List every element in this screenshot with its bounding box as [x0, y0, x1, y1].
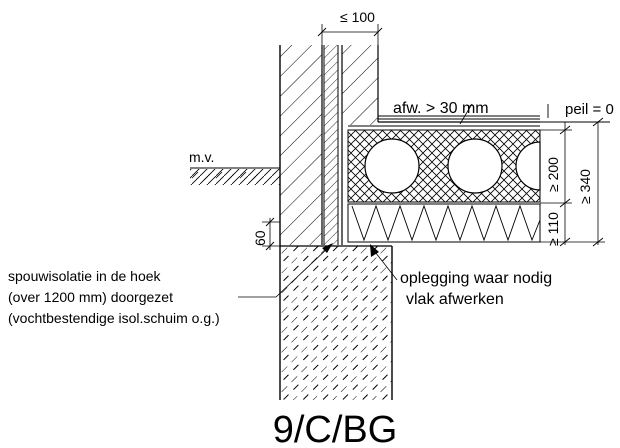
- step-label: 60: [252, 230, 268, 246]
- step-dimension: [262, 217, 280, 251]
- ground-level-label: m.v.: [189, 149, 214, 165]
- slab-depth-label: ≥ 200: [545, 157, 561, 192]
- drawing-code: 9/C/BG: [273, 409, 398, 448]
- insulation-note-line-1: spouwisolatie in de hoek: [8, 268, 162, 284]
- floor-finish: [348, 115, 540, 127]
- outer-wall-leaf: [279, 45, 323, 400]
- cavity-insulation: [323, 45, 339, 245]
- level-label: peil = 0: [565, 101, 614, 118]
- support-leader: [370, 244, 398, 281]
- base-layer-label: ≥ 110: [545, 212, 561, 246]
- finish-leader: [459, 103, 473, 125]
- cavity-dimension: [317, 24, 383, 45]
- total-depth-label: ≥ 340: [577, 169, 593, 204]
- insulation-leader: [238, 243, 333, 298]
- cavity-width-label: ≤ 100: [340, 9, 375, 25]
- insulation-note-line-3: (vochtbestendige isol.schuim o.g.): [8, 310, 220, 326]
- support-note-line-2: vlak afwerken: [406, 291, 504, 308]
- hollow-core-slab: [347, 129, 541, 203]
- insulation-note-line-2: (over 1200 mm) doorgezet: [8, 289, 173, 305]
- slab-insulation: [347, 203, 541, 243]
- inner-wall-leaf: [341, 45, 379, 245]
- finish-layer-label: afw. > 30 mm: [393, 100, 489, 117]
- foundation: [280, 245, 393, 400]
- ground-level: [190, 167, 280, 185]
- support-note-line-1: oplegging waar nodig: [400, 270, 552, 287]
- vertical-dimensions: [540, 117, 605, 247]
